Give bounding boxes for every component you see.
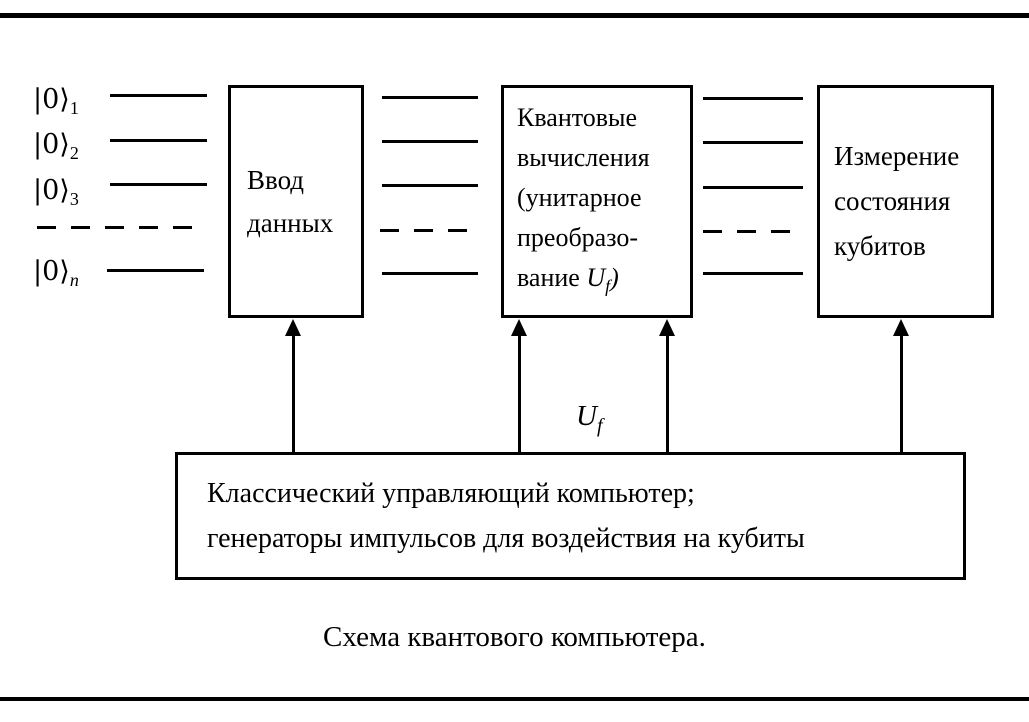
qubit-wire <box>382 184 478 187</box>
qubit-wire-ellipsis <box>380 229 470 232</box>
compute-box-line: преобразо- <box>517 222 638 252</box>
compute-box-line: вание Uf) <box>517 262 619 296</box>
control-arrow-head <box>511 319 527 336</box>
measure-box-line: Измерение <box>834 141 960 171</box>
qubit-wire <box>703 141 803 144</box>
control-arrow-head <box>659 319 675 336</box>
ket-symbol: |0⟩ <box>33 129 70 160</box>
classical-computer-line: Классический управляющий компьютер; <box>207 478 695 509</box>
compute-box-line: (унитарное <box>517 182 642 212</box>
qubit-wire <box>703 186 803 189</box>
figure-caption: Схема квантового компьютера. <box>323 621 706 653</box>
control-arrow-shaft <box>666 333 669 453</box>
input-box: Ввод данных <box>228 85 364 318</box>
qubit-label-2: |0⟩2 <box>33 131 79 162</box>
control-arrow-head <box>893 319 909 336</box>
compute-box: Квантовые вычисления (унитарное преобраз… <box>501 85 693 318</box>
qubit-wire <box>110 94 207 97</box>
bottom-rule <box>0 697 1029 701</box>
uf-symbol: Uf) <box>586 262 619 296</box>
control-arrow-shaft <box>292 333 295 453</box>
qubit-wire <box>382 140 478 143</box>
qubit-wire <box>382 272 478 275</box>
compute-box-line: Квантовые <box>517 102 638 132</box>
qubit-label-n: |0⟩n <box>33 258 79 289</box>
measure-box: Измерение состояния кубитов <box>817 85 994 318</box>
qubit-wire <box>110 139 207 142</box>
input-box-line: Ввод <box>247 164 305 195</box>
ket-subscript: n <box>69 270 79 290</box>
qubit-label-3: |0⟩3 <box>33 177 79 208</box>
ket-symbol: |0⟩ <box>33 84 70 115</box>
qubit-wire-ellipsis <box>703 230 793 233</box>
control-arrow-head <box>285 319 301 336</box>
measure-box-line: состояния <box>834 186 951 216</box>
qubit-wire <box>703 97 803 100</box>
measure-box-line: кубитов <box>834 231 926 261</box>
control-arrow-shaft <box>518 333 521 453</box>
ket-subscript: 1 <box>69 98 79 118</box>
control-arrow-shaft <box>900 333 903 453</box>
classical-computer-line: генераторы импульсов для воздействия на … <box>207 523 805 554</box>
top-rule <box>0 13 1029 18</box>
ket-subscript: 3 <box>69 189 79 209</box>
compute-box-line: вычисления <box>517 142 650 172</box>
qubit-wire <box>703 272 803 275</box>
qubit-wire <box>382 96 478 99</box>
ket-symbol: |0⟩ <box>33 175 70 206</box>
qubit-wire-ellipsis <box>37 226 199 229</box>
classical-computer-box: Классический управляющий компьютер; гене… <box>175 452 966 580</box>
qubit-wire <box>107 269 204 272</box>
input-box-line: данных <box>247 207 334 238</box>
qubit-wire <box>110 183 207 186</box>
uf-annotation: Uf <box>576 400 603 437</box>
ket-symbol: |0⟩ <box>33 256 70 287</box>
qubit-label-1: |0⟩1 <box>33 86 79 117</box>
ket-subscript: 2 <box>69 143 79 163</box>
